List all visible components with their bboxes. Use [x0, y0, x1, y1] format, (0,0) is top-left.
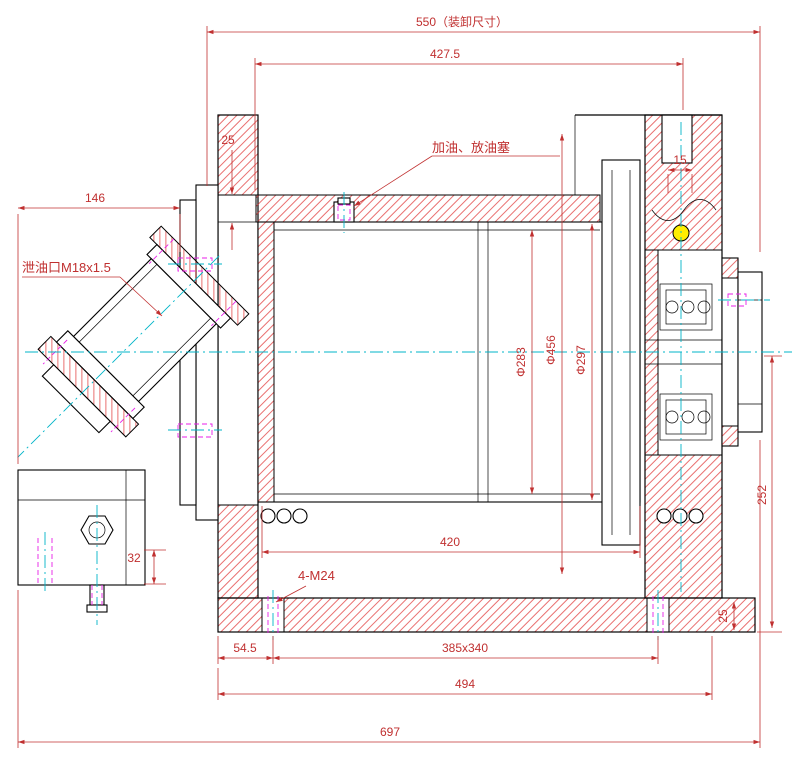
- dim-overall-length-label: 697: [380, 725, 400, 739]
- filler-plug: [333, 192, 355, 233]
- dimension-550: 550（装卸尺寸）: [206, 14, 761, 252]
- dimension-54-5: 54.5: [217, 636, 274, 664]
- dimension-dia283: Φ283: [514, 230, 535, 494]
- dimension-25-base: 25: [716, 602, 737, 630]
- dim-left-offset-label: 146: [85, 191, 105, 205]
- oil-groove: [661, 114, 693, 164]
- dim-right-height-label: 252: [755, 485, 769, 505]
- drum-flange: [601, 159, 641, 546]
- dim-dia297-label: Φ297: [574, 345, 588, 375]
- dimension-146: 146: [17, 191, 181, 464]
- dim-overall-top-label: 550（装卸尺寸）: [416, 14, 508, 29]
- dimension-dia456: Φ456: [544, 134, 565, 574]
- dim-base-edge-label: 54.5: [233, 641, 257, 655]
- drum: [257, 159, 704, 546]
- dim-base-thickness-label: 25: [716, 609, 730, 623]
- dim-dia283-label: Φ283: [514, 347, 528, 377]
- dim-wall-thickness-label: 25: [221, 133, 235, 147]
- dimension-420: 420: [261, 506, 641, 558]
- dimension-385x340: 385x340: [273, 636, 659, 664]
- dimension-494: 494: [217, 636, 713, 700]
- motor-axis-centerline: [17, 255, 220, 458]
- dim-bolt-holes-label: 4-M24: [298, 568, 335, 583]
- housing: [217, 114, 756, 633]
- anchor-bracket: [17, 469, 146, 625]
- bearings: [645, 283, 722, 441]
- fill-plug-callout: 加油、放油塞: [353, 140, 560, 207]
- dim-groove-label: 15: [673, 153, 687, 167]
- dimension-32: 32: [127, 549, 166, 585]
- dimension-dia297: Φ297: [574, 224, 595, 500]
- drain-port-callout: 泄油口M18x1.5: [22, 260, 163, 317]
- casting-curve: [651, 199, 717, 221]
- centerlines: [25, 122, 792, 640]
- bolt-holes-callout: 4-M24: [275, 568, 335, 603]
- dimension-697: 697: [17, 440, 761, 748]
- dim-drum-length-label: 420: [440, 535, 460, 549]
- dimension-15: 15: [667, 153, 693, 193]
- flange-bolt-holes: [168, 257, 222, 438]
- dim-bracket-step-label: 32: [127, 551, 141, 565]
- drain-port-label: 泄油口M18x1.5: [22, 260, 111, 275]
- motor-assembly: [17, 225, 250, 458]
- fill-plug-label: 加油、放油塞: [432, 140, 510, 155]
- dimension-25-wall: 25: [221, 133, 235, 250]
- dim-dia456-label: Φ456: [544, 335, 558, 365]
- dim-upper-width-label: 427.5: [430, 47, 460, 61]
- dimension-252: 252: [755, 355, 782, 633]
- dim-bolt-pattern-label: 385x340: [442, 641, 488, 655]
- dim-base-length-label: 494: [455, 677, 475, 691]
- dimension-427-5: 427.5: [254, 47, 684, 190]
